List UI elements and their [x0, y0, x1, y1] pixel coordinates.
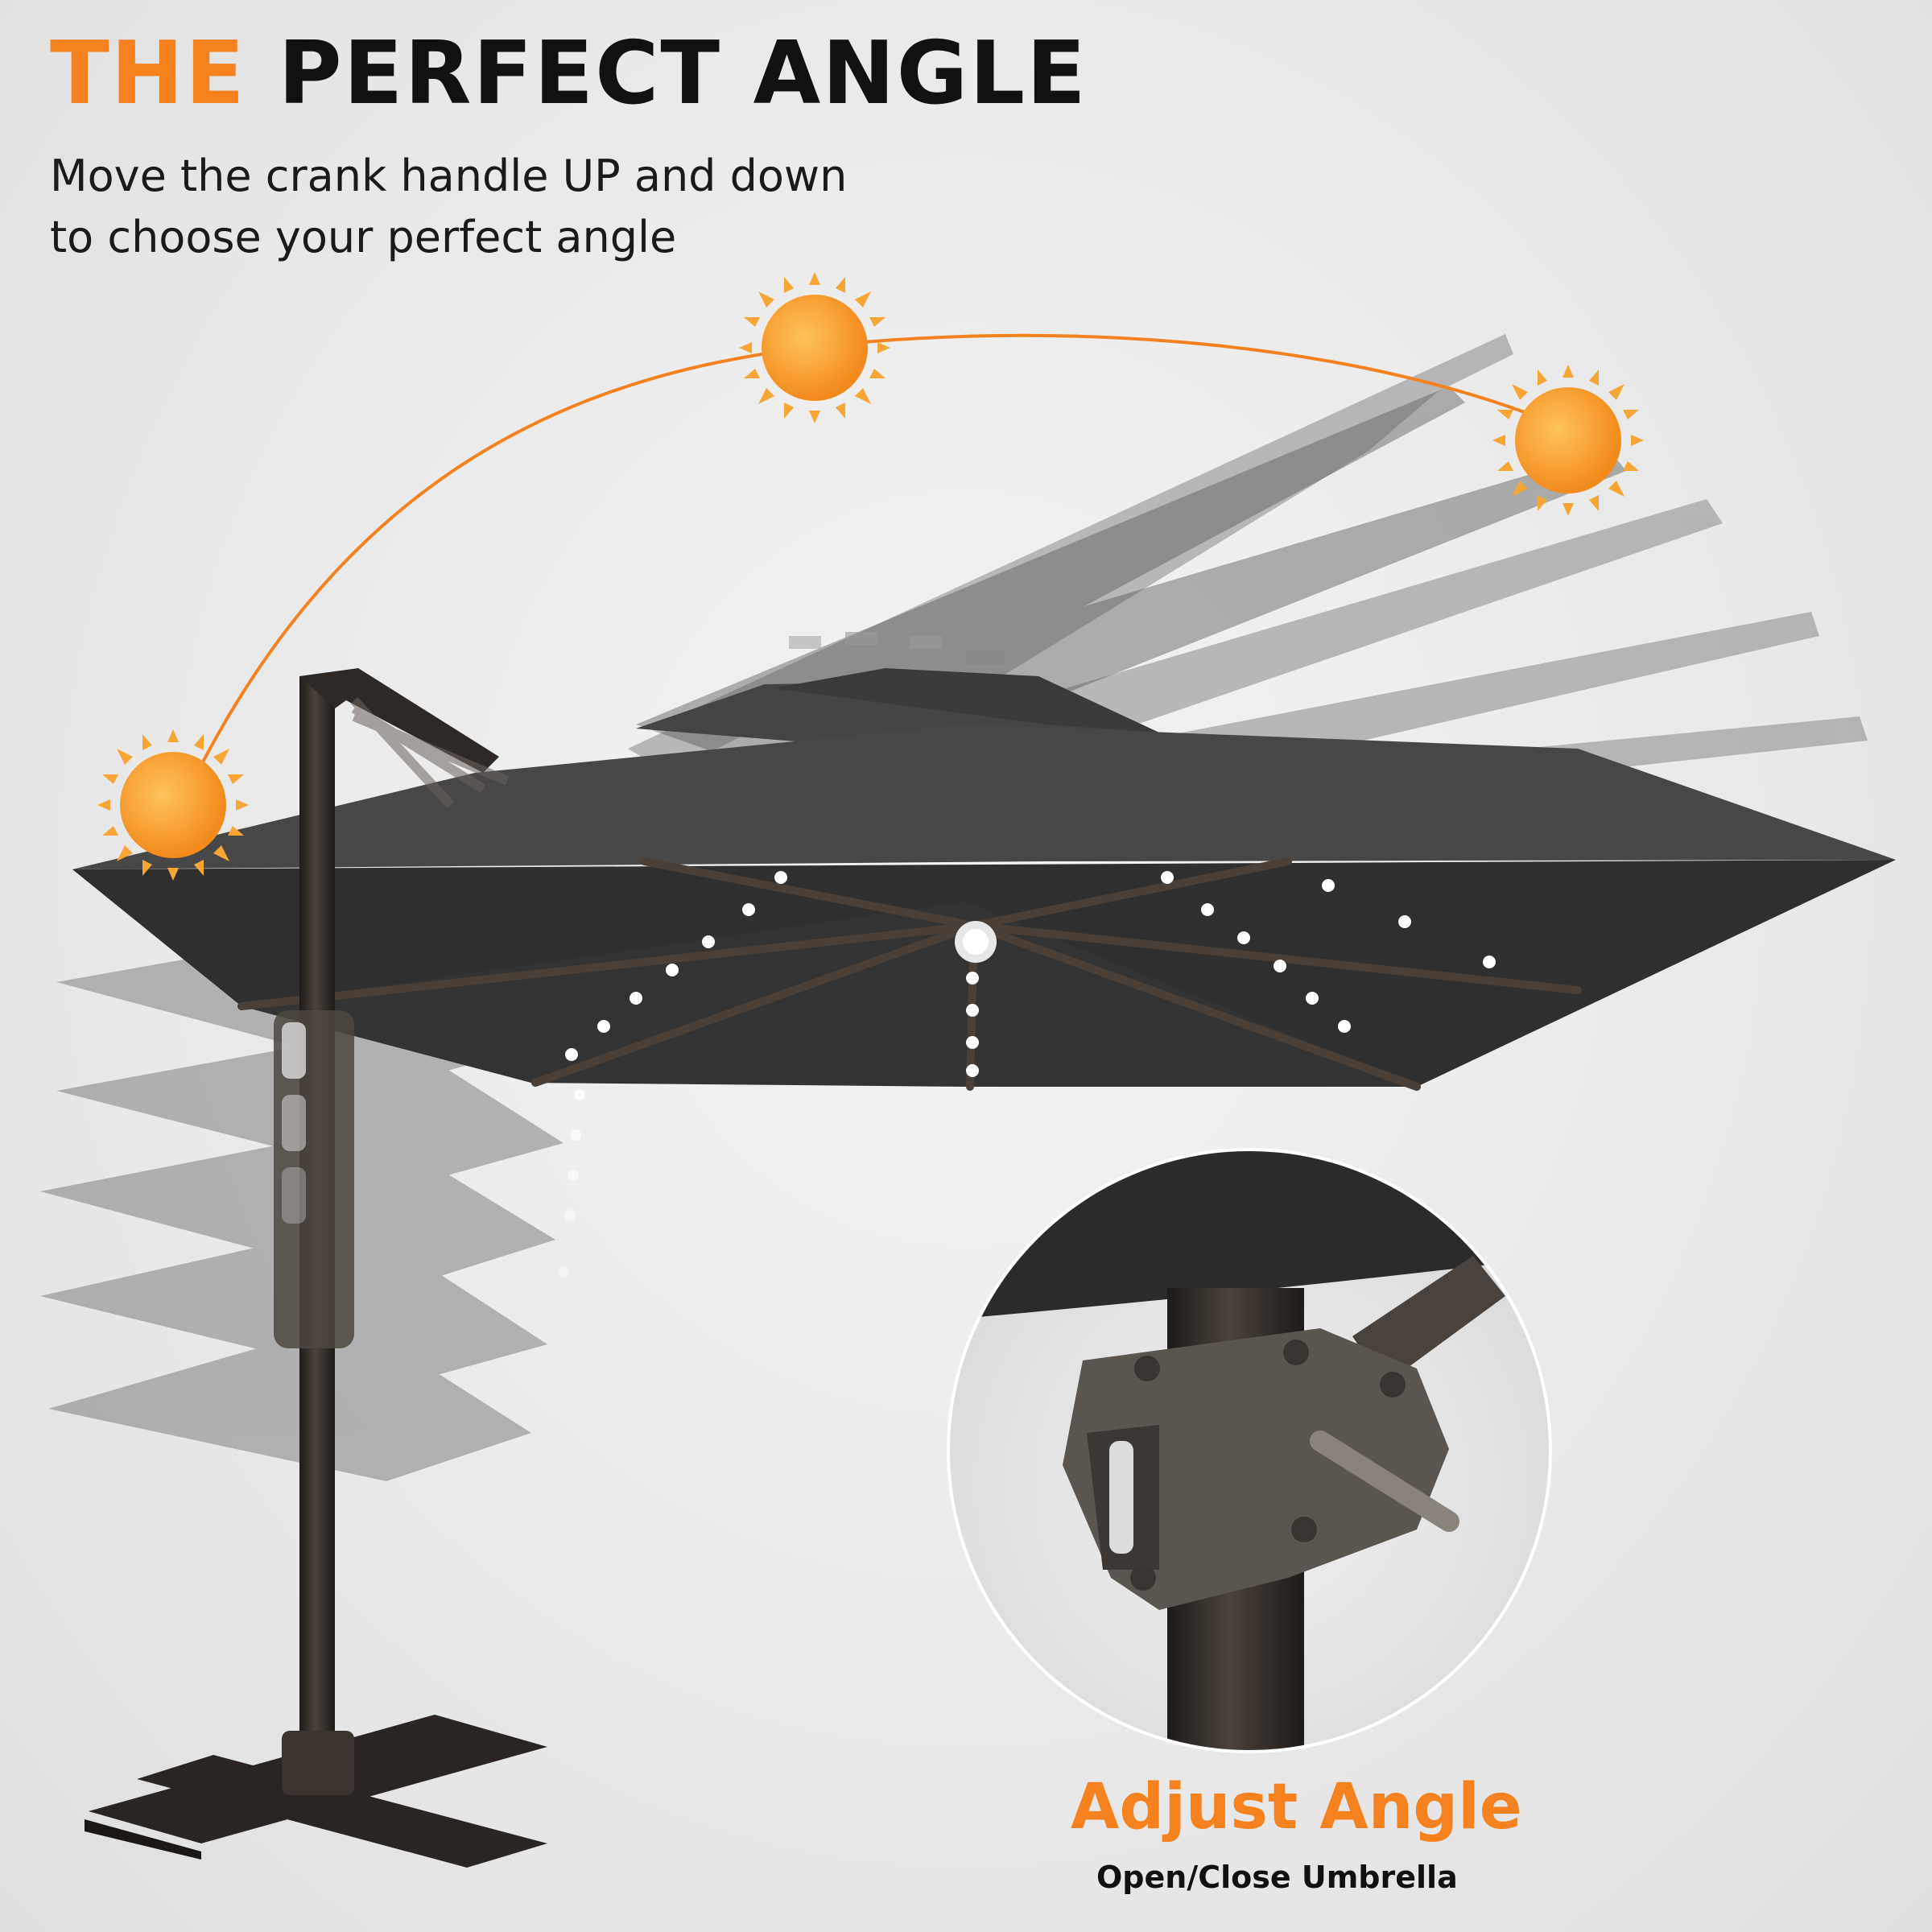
title-accent: THE: [50, 23, 246, 124]
subtitle-line-1: Move the crank handle UP and down: [50, 151, 848, 201]
canopy-ribs: [237, 857, 1582, 1091]
sun-icon: [97, 729, 249, 881]
umbrella-base: [85, 1715, 547, 1868]
title-rest: PERFECT ANGLE: [278, 23, 1088, 124]
umbrella-pole: [274, 668, 510, 1803]
led-lights: [558, 871, 1496, 1278]
canopy-top: [72, 724, 1896, 869]
crank-closeup-inset: [947, 1148, 1552, 1753]
caption-subtitle: Open/Close Umbrella: [1096, 1860, 1458, 1895]
page-title: THE PERFECT ANGLE: [50, 31, 1088, 118]
sun-icon: [739, 272, 890, 423]
subtitle-line-2: to choose your perfect angle: [50, 212, 677, 262]
caption-title: Adjust Angle: [1071, 1771, 1522, 1843]
sun-icon: [1492, 365, 1644, 516]
